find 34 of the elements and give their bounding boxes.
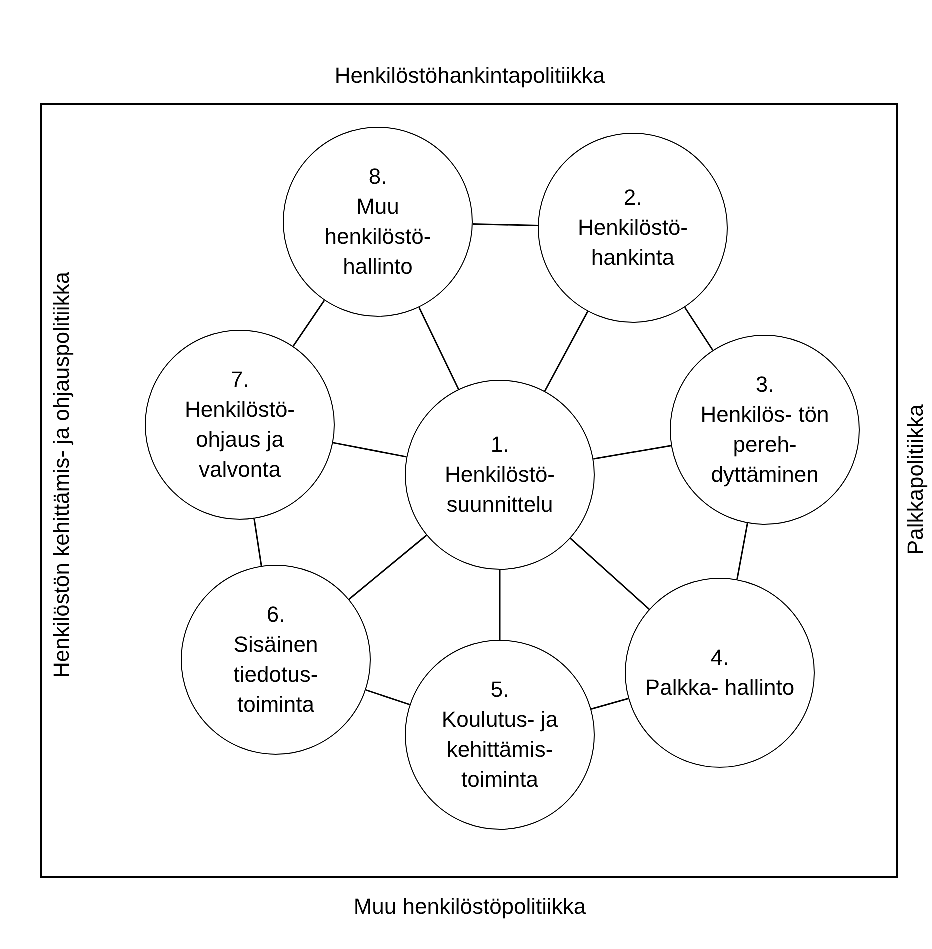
connector-line <box>684 307 714 351</box>
connector-line <box>594 445 672 460</box>
connector-line <box>472 223 538 227</box>
frame-heading: Henkilöstön kehittämis- ja ohjauspolitiikka <box>48 271 75 680</box>
topic-number: 1. <box>490 431 510 459</box>
connector-line <box>736 523 748 580</box>
connector-line <box>591 698 629 710</box>
topic-title: Palkka- hallinto <box>645 674 795 702</box>
frame-heading: Palkkapolitiikka <box>902 404 929 558</box>
topic-title: Muu henkilöstö- hallinto <box>324 193 432 281</box>
topic-title: Henkilös- tön pereh- dyttäminen <box>700 401 830 489</box>
connector-line <box>544 311 589 392</box>
topic-title: Henkilöstö- hankinta <box>576 214 690 272</box>
topic-number: 7. <box>230 366 250 394</box>
connector-line <box>348 534 428 600</box>
connector-line <box>499 570 501 640</box>
connector-line <box>292 300 326 347</box>
connector-line <box>570 538 650 610</box>
topic-number: 4. <box>710 644 730 672</box>
topic-number: 2. <box>622 184 644 212</box>
frame-heading: Muu henkilöstöpolitiikka <box>352 893 588 921</box>
topic-number: 5. <box>490 676 510 704</box>
topic-title: Koulutus- ja kehittämis- toiminta <box>440 706 560 794</box>
connector-line <box>254 518 262 566</box>
topic-title: Sisäinen tiedotus- toiminta <box>232 631 320 719</box>
connector-line <box>333 442 407 458</box>
topic-title: Henkilöstö- ohjaus ja valvonta <box>184 396 296 484</box>
frame-heading: Henkilöstöhankintapolitiikka <box>334 62 606 90</box>
topic-number: 3. <box>754 371 776 399</box>
topic-title: Henkilöstö- suunnittelu <box>444 461 556 519</box>
topic-number: 6. <box>266 601 286 629</box>
connector-line <box>366 689 410 706</box>
topic-number: 8. <box>368 163 388 191</box>
connector-line <box>418 307 460 390</box>
